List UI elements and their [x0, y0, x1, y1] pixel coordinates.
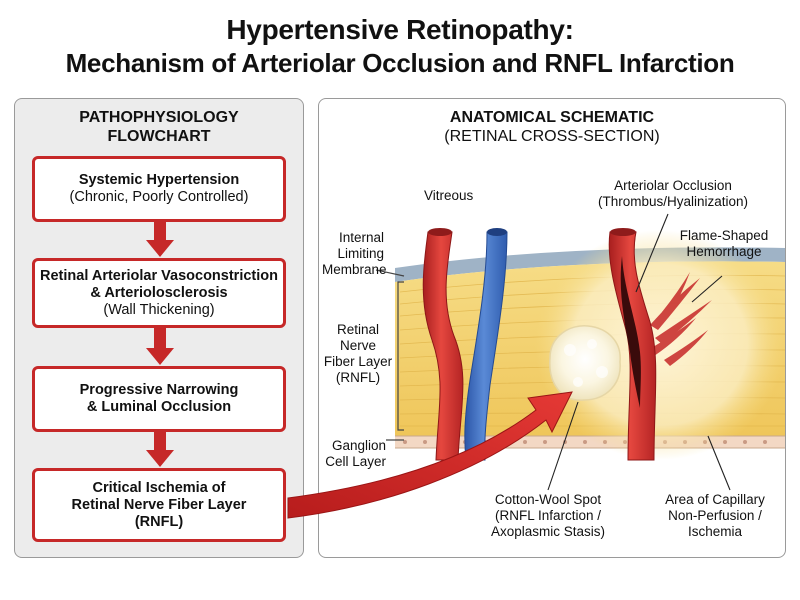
title-line-1: Hypertensive Retinopathy: [226, 14, 574, 45]
label-rnfl-line: Retinal [336, 322, 380, 337]
schematic-heading: ANATOMICAL SCHEMATIC (RETINAL CROSS-SECT… [318, 108, 786, 146]
label-ganglion-line: Cell Layer [325, 454, 386, 469]
label-ganglion: Ganglion Cell Layer [322, 438, 386, 470]
flow-step-title-3: (RNFL) [134, 513, 184, 530]
pathway-arrow [287, 391, 573, 519]
venule [464, 231, 508, 461]
label-rnfl-line: Nerve [339, 338, 376, 353]
layer-brackets [375, 269, 405, 441]
label-occlusion-line: (Thrombus/Hyalinization) [597, 194, 749, 209]
flowchart-heading-line-2: FLOWCHART [107, 128, 211, 145]
label-ilm-line: Membrane [322, 262, 387, 277]
flow-step-3: Progressive Narrowing & Luminal Occlusio… [32, 366, 286, 432]
label-cws-line: Axoplasmic Stasis) [490, 524, 606, 539]
label-vitreous: Vitreous [424, 188, 474, 203]
flow-step-subtitle: (Chronic, Poorly Controlled) [69, 189, 249, 205]
label-hemorrhage-line: Flame-Shaped [679, 228, 769, 243]
cotton-wool-spot [549, 325, 621, 401]
label-ilm: Internal Limiting Membrane [322, 230, 387, 278]
flow-step-title: Progressive Narrowing [79, 382, 239, 398]
leader-lines [547, 213, 731, 491]
label-rnfl-line: Fiber Layer [323, 354, 393, 369]
label-non-perfusion: Area of Capillary Non-Perfusion / Ischem… [650, 492, 780, 540]
label-ganglion-line: Ganglion [331, 438, 386, 453]
label-occlusion-line: Arteriolar Occlusion [614, 178, 732, 193]
flow-step-title-2: & Luminal Occlusion [86, 399, 232, 415]
label-cotton-wool-spot: Cotton-Wool Spot (RNFL Infarction / Axop… [478, 492, 618, 540]
label-rnfl-line: (RNFL) [335, 370, 381, 385]
label-hemorrhage-line: Hemorrhage [686, 244, 762, 259]
flow-step-title: Retinal Arteriolar Vasoconstriction [40, 267, 278, 284]
label-cws-line: (RNFL Infarction / [494, 508, 602, 523]
label-cws-line: Cotton-Wool Spot [494, 492, 602, 507]
flow-step-subtitle: (Wall Thickening) [103, 301, 215, 318]
flow-step-2: Retinal Arteriolar Vasoconstriction & Ar… [32, 258, 286, 328]
flow-step-title-2: & Arteriolosclerosis [90, 284, 228, 301]
flow-step-4: Critical Ischemia of Retinal Nerve Fiber… [32, 468, 286, 542]
label-occlusion: Arteriolar Occlusion (Thrombus/Hyaliniza… [588, 178, 758, 210]
label-ilm-line: Internal [338, 230, 384, 245]
label-ilm-line: Limiting [337, 246, 384, 261]
label-hemorrhage: Flame-Shaped Hemorrhage [672, 228, 776, 260]
label-nonperf-line: Non-Perfusion / [668, 508, 762, 523]
label-nonperf-line: Area of Capillary [665, 492, 765, 507]
schematic-heading-line-2: (RETINAL CROSS-SECTION) [444, 128, 660, 145]
flowchart-heading-line-1: PATHOPHYSIOLOGY [79, 109, 239, 126]
title-line-2: Mechanism of Arteriolar Occlusion and RN… [65, 48, 735, 78]
flow-step-1: Systemic Hypertension (Chronic, Poorly C… [32, 156, 286, 222]
schematic-heading-line-1: ANATOMICAL SCHEMATIC [449, 109, 655, 126]
label-rnfl: Retinal Nerve Fiber Layer (RNFL) [322, 322, 394, 386]
flow-step-title: Critical Ischemia of [92, 479, 226, 496]
thrombus [620, 256, 641, 408]
flowchart-arrows [146, 222, 174, 467]
flow-step-title: Systemic Hypertension [78, 172, 240, 188]
flowchart-heading: PATHOPHYSIOLOGY FLOWCHART [14, 108, 304, 146]
label-nonperf-line: Ischemia [687, 524, 743, 539]
flame-hemorrhage [648, 272, 712, 366]
flow-step-title-2: Retinal Nerve Fiber Layer [71, 496, 247, 513]
